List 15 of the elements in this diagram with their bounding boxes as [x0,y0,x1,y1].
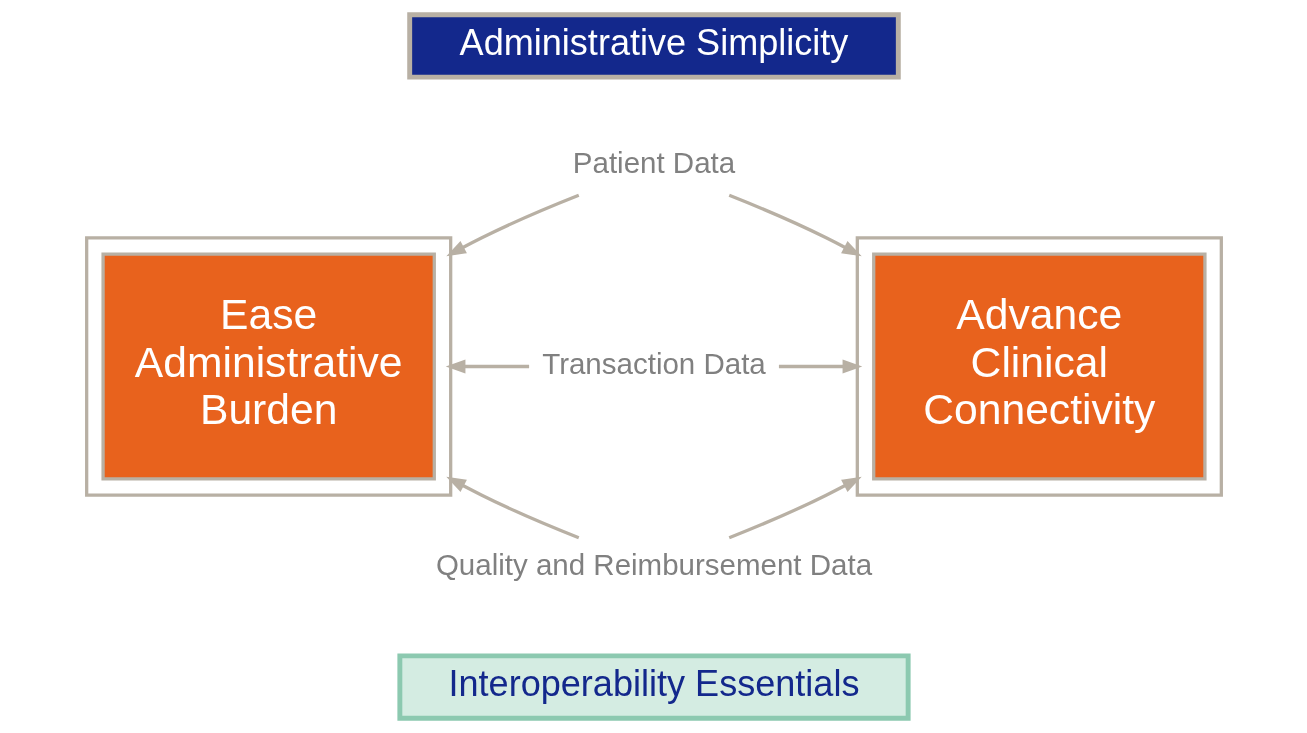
node-text: Quality and Reimbursement Data [435,547,872,581]
arrow [445,359,529,374]
node-text: Patient Data [572,145,735,179]
arrow [445,193,579,257]
node-box: Ease Administrative Burden [100,252,436,481]
node-box: Interoperability Essentials [396,653,911,721]
node-box: Advance Clinical Connectivity [871,252,1207,481]
arrow [728,476,862,540]
arrow [778,359,862,374]
node-text: Transaction Data [541,346,766,380]
cluster [855,236,1223,497]
node-box: Administrative Simplicity [406,12,901,80]
arrow [445,476,579,540]
arrow [728,193,862,257]
cluster [84,236,452,497]
